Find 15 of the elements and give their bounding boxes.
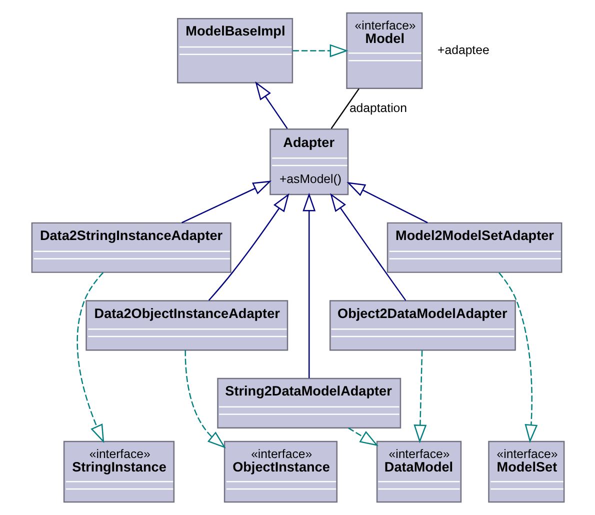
arrow xyxy=(184,350,226,448)
arrow xyxy=(181,180,272,224)
arrow xyxy=(292,44,348,58)
arrow xyxy=(498,272,538,443)
arrow xyxy=(330,193,406,301)
arrow xyxy=(346,182,428,224)
connector xyxy=(330,88,359,129)
arrow xyxy=(302,192,316,378)
arrow xyxy=(76,272,104,444)
arrow xyxy=(254,81,288,129)
arrow xyxy=(413,350,426,444)
label: +adaptee xyxy=(437,42,489,57)
arrow xyxy=(348,428,378,446)
edge-label: adaptation xyxy=(348,100,407,115)
arrow xyxy=(208,193,289,301)
